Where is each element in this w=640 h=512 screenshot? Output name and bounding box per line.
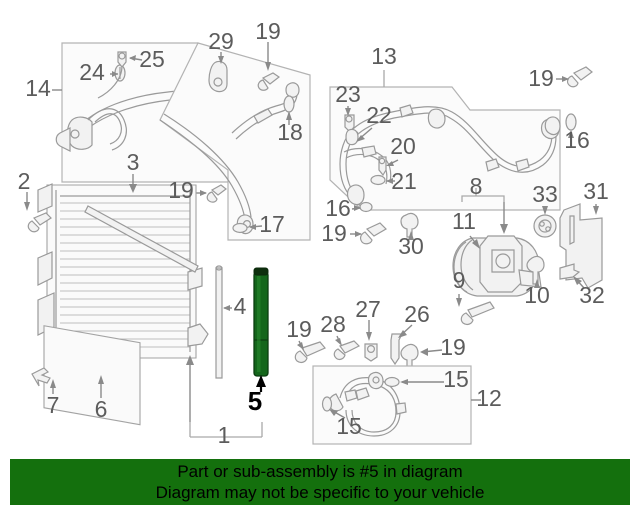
banner-line-disclaimer: Diagram may not be specific to your vehi… [155, 483, 485, 502]
callout-21: 21 [391, 168, 417, 194]
callout-8: 8 [470, 173, 483, 199]
callout-31: 31 [583, 178, 609, 204]
callout-19-f: 19 [440, 334, 466, 360]
callout-17: 17 [259, 211, 285, 237]
assembly-12-group [312, 365, 481, 445]
callout-4: 4 [234, 293, 247, 319]
banner-line-part-number: Part or sub-assembly is #5 in diagram [177, 462, 463, 481]
assembly-18-group [159, 42, 311, 241]
callout-9: 9 [453, 267, 466, 293]
callout-13: 13 [371, 43, 397, 69]
callout-15-a: 15 [443, 366, 469, 392]
callout-19-a: 19 [255, 18, 281, 44]
callout-29: 29 [208, 28, 234, 54]
callout-11: 11 [452, 208, 476, 234]
callout-14: 14 [25, 75, 51, 101]
callout-labels-group: 14 24 25 29 19 18 13 23 22 20 21 16 19 3… [18, 18, 609, 448]
callout-19-d: 19 [168, 177, 194, 203]
callout-5-highlighted: 5 [248, 386, 262, 416]
callout-33: 33 [532, 181, 558, 207]
parts-33-31-32-group [533, 203, 603, 289]
callout-16-b: 16 [564, 127, 590, 153]
callout-16-a: 16 [325, 195, 351, 221]
callout-1: 1 [218, 422, 231, 448]
assembly-13-group [329, 66, 593, 245]
part-info-banner: Part or sub-assembly is #5 in diagram Di… [10, 459, 630, 505]
highlighted-part-5 [253, 267, 269, 392]
hardware-row-group [294, 320, 443, 371]
callout-27: 27 [355, 296, 381, 322]
callout-28: 28 [320, 311, 346, 337]
callout-23: 23 [335, 81, 361, 107]
callout-19-b: 19 [321, 220, 347, 246]
callout-2: 2 [18, 168, 31, 194]
callout-18: 18 [277, 119, 303, 145]
callout-30: 30 [398, 233, 424, 259]
callout-6: 6 [95, 396, 108, 422]
callout-15-b: 15 [336, 413, 362, 439]
callout-26: 26 [404, 301, 430, 327]
compressor-group [452, 188, 545, 326]
callout-10: 10 [524, 282, 550, 308]
callout-32: 32 [579, 282, 605, 308]
callout-24: 24 [79, 59, 105, 85]
callout-20: 20 [390, 133, 416, 159]
callout-7: 7 [47, 392, 60, 418]
callout-12: 12 [476, 385, 502, 411]
callout-25: 25 [139, 46, 165, 72]
condenser-assembly-group [24, 174, 263, 438]
callout-19-c: 19 [528, 65, 554, 91]
callout-22: 22 [366, 102, 392, 128]
callout-19-e: 19 [286, 316, 312, 342]
callout-3: 3 [127, 149, 140, 175]
